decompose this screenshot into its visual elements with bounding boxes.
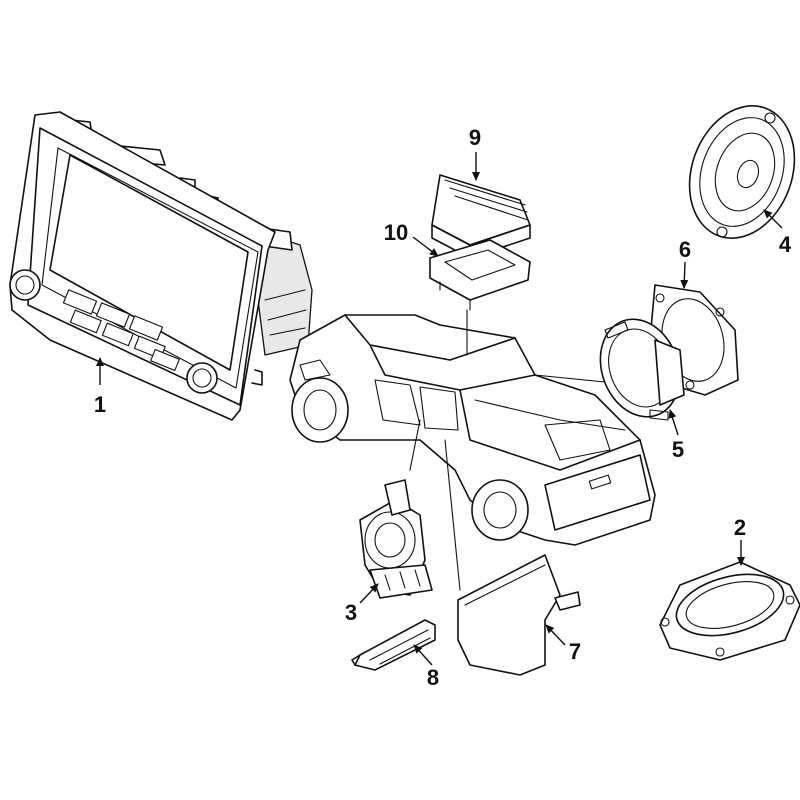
speaker-part-5 — [599, 318, 685, 421]
callout-7: 7 — [569, 639, 581, 664]
leader-6 — [680, 261, 689, 289]
callout-4: 4 — [779, 232, 792, 257]
amplifier-bracket-part-10 — [429, 239, 531, 311]
callout-labels: 1 2 3 4 5 6 7 8 9 10 — [94, 125, 792, 690]
vehicle-pickup-truck — [289, 309, 656, 591]
leader-7 — [545, 624, 566, 646]
cover-pad-part-7 — [457, 554, 581, 676]
callout-2: 2 — [734, 515, 746, 540]
leader-3 — [359, 583, 379, 604]
leader-5 — [668, 409, 679, 436]
callout-3: 3 — [345, 600, 357, 625]
speaker-part-4 — [688, 105, 796, 239]
speaker-part-2 — [659, 561, 800, 661]
callout-1: 1 — [94, 392, 106, 417]
callout-10: 10 — [384, 220, 408, 245]
callout-9: 9 — [469, 125, 481, 150]
trim-bracket-part-8 — [351, 619, 436, 671]
callout-6: 6 — [679, 237, 691, 262]
clock-spring-part-3 — [359, 479, 433, 599]
display-unit-part-1 — [9, 111, 313, 421]
leader-4 — [763, 209, 783, 229]
leader-8 — [413, 644, 433, 666]
callout-leaders — [96, 152, 783, 666]
leader-10 — [412, 236, 439, 257]
callout-5: 5 — [672, 437, 684, 462]
callout-8: 8 — [427, 665, 439, 690]
